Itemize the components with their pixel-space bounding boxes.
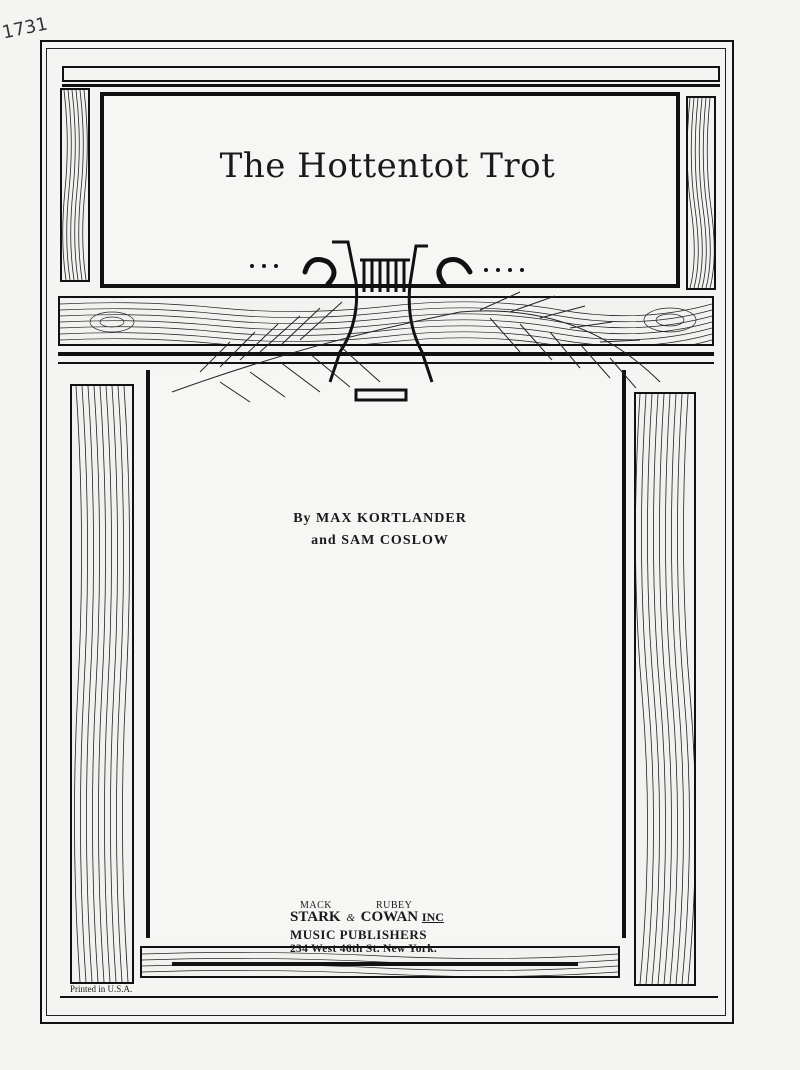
palm-frond-icon [171, 291, 661, 403]
song-title: The Hottentot Trot [219, 146, 556, 186]
printed-imprint: Printed in U.S.A. [70, 984, 133, 994]
publisher-name-1: STARK [290, 909, 341, 925]
lyre-ornament-icon [171, 240, 661, 403]
inner-frame [46, 48, 726, 1016]
wood-grain-icon [62, 90, 88, 280]
wood-panel-upper-right [686, 96, 716, 290]
outer-frame [40, 40, 734, 1024]
bottom-rule [172, 962, 578, 966]
publisher-name-2: COWAN [360, 909, 419, 925]
publisher-ampersand: & [346, 912, 355, 924]
top-band-rule [62, 84, 720, 87]
publisher-suffix: INC [421, 910, 444, 924]
wood-grain-icon [60, 301, 712, 344]
wood-grain-icon [688, 98, 714, 288]
authors-line-1: By MAX KORTLANDER [293, 511, 467, 526]
wood-panel-upper-left [60, 88, 90, 282]
authors-credit: By MAX KORTLANDER and SAM COSLOW [200, 508, 560, 552]
title-panel [100, 92, 680, 288]
authors-line-2: and SAM COSLOW [311, 533, 449, 548]
separator-rule [58, 362, 714, 364]
bottom-rule [60, 996, 718, 998]
main-panel [146, 370, 626, 938]
wood-panel-lower-right [634, 392, 696, 986]
top-band [62, 66, 720, 82]
wood-panel-lower-left [70, 384, 134, 984]
publisher-address: 234 West 46th St. New York. [290, 943, 438, 955]
publisher-role: MUSIC PUBLISHERS [290, 927, 427, 942]
publisher-first-name-1: MACK [300, 900, 333, 911]
wood-band-horizontal [58, 296, 714, 346]
separator-rule [58, 352, 714, 356]
publisher-names: STARK & COWAN INC [290, 909, 444, 926]
wood-grain-icon [74, 386, 130, 982]
publisher-first-name-2: RUBEY [376, 900, 413, 911]
wood-grain-icon [636, 394, 694, 984]
